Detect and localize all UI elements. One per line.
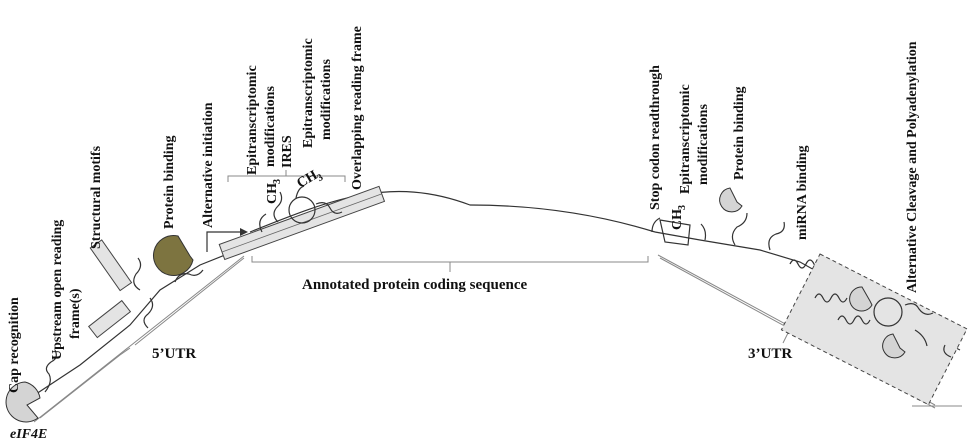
label-epitranscriptomic-1-line1: Epitranscriptomic — [245, 65, 260, 175]
label-3utr: 3’UTR — [748, 346, 792, 362]
ires-hairpins — [259, 185, 343, 233]
utr5-bracket — [39, 257, 245, 419]
cds-bracket — [251, 256, 649, 272]
apa-protein-shape-2 — [882, 333, 906, 359]
mrna-backbone-curve — [249, 190, 656, 233]
mrna-backbone-5prime — [29, 244, 251, 399]
label-mirna-binding: miRNA binding — [795, 145, 810, 240]
label-alternative-initiation: Alternative initiation — [201, 102, 216, 228]
utr5-guide-line — [33, 255, 245, 423]
apa-squiggle-1 — [814, 293, 848, 303]
ires-bracket — [227, 170, 346, 182]
label-uorf-line2: frame(s) — [68, 288, 83, 339]
cap-stem-loop — [44, 349, 57, 393]
ch3-text-2: CH — [295, 168, 321, 192]
protein-binding-olive-shape — [153, 235, 194, 276]
label-structural-motifs: Structural motifs — [89, 145, 104, 249]
ch3-text-3: CH — [670, 209, 685, 230]
label-overlapping-reading-frame: Overlapping reading frame — [350, 26, 365, 190]
label-epitranscriptomic-1-line2: modifications — [263, 86, 278, 167]
label-protein-binding-3: Protein binding — [732, 87, 747, 181]
label-eif4e: eIF4E — [10, 427, 47, 442]
structural-motif-hairpins — [133, 257, 204, 329]
protein-binding-gray-shape — [719, 187, 743, 213]
label-stop-codon-readthrough: Stop codon readthrough — [648, 65, 663, 210]
label-5utr: 5’UTR — [152, 346, 196, 362]
label-ires: IRES — [280, 135, 295, 168]
ch3-marker-3: CH 3 — [670, 205, 688, 230]
apa-loop — [873, 297, 903, 327]
alternative-initiation-arrowhead — [240, 228, 248, 236]
structural-motif-box — [89, 239, 133, 292]
label-annotated-cds: Annotated protein coding sequence — [302, 277, 527, 293]
utr3-hairpins — [700, 212, 785, 251]
label-cap-recognition: Cap recognition — [7, 297, 22, 393]
stop-codon-structure — [651, 217, 691, 246]
apa-squiggle-2 — [837, 315, 871, 325]
label-epitranscriptomic-3-line2: modifications — [696, 104, 711, 185]
apa-protein-shape-1 — [849, 286, 873, 312]
uorf-box — [87, 299, 132, 339]
label-epitranscriptomic-3-line1: Epitranscriptomic — [678, 84, 693, 194]
label-epitranscriptomic-2-line1: Epitranscriptomic — [301, 38, 316, 148]
apa-hairpins — [904, 303, 952, 358]
ch3-sub-1: 3 — [272, 179, 283, 184]
alternative-initiation-arrow — [206, 231, 240, 252]
ch3-sub-2: 3 — [315, 172, 325, 184]
eif4e-shape — [5, 381, 41, 423]
ires-loop — [288, 196, 316, 224]
label-epitranscriptomic-2-line2: modifications — [319, 59, 334, 140]
ch3-text-1: CH — [265, 183, 280, 204]
label-protein-binding-5: Protein binding — [162, 136, 177, 230]
ch3-sub-3: 3 — [677, 205, 688, 210]
ch3-marker-1: CH 3 — [265, 179, 283, 204]
label-uorf-line1: Upstream open reading — [50, 220, 65, 360]
label-alternative-cleavage: Alternative Cleavage and Polyadenylation — [905, 41, 920, 293]
apa-box — [780, 253, 968, 406]
